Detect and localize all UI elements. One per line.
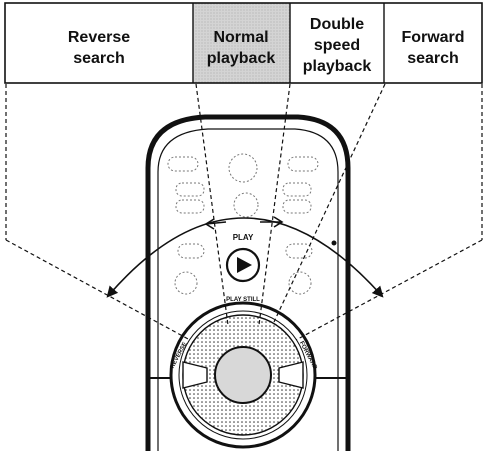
normal-playback-label-1: Normal (213, 29, 268, 46)
normal-playback-label-2: playback (207, 50, 276, 67)
remote-button[interactable] (175, 182, 205, 197)
remote-button[interactable] (287, 156, 319, 172)
rotation-arc (106, 216, 384, 298)
normal-playback-highlight (193, 3, 290, 83)
double-speed-label-3: playback (303, 58, 372, 75)
remote-button[interactable] (228, 153, 258, 183)
double-speed-label-1: Double (310, 16, 364, 33)
forward-search-label-2: search (407, 50, 459, 67)
reverse-search-label-2: search (73, 50, 125, 67)
double-speed-label-2: speed (314, 37, 360, 54)
play-still-label: PLAY STILL (226, 297, 260, 303)
play-icon (237, 257, 252, 273)
jog-dial[interactable] (214, 346, 272, 404)
forward-search-label-1: Forward (401, 29, 464, 46)
remote-button[interactable] (285, 243, 313, 259)
remote-control: PLAY PLAY STILL REVERSE FORWARD (145, 114, 351, 451)
remote-button[interactable] (177, 243, 205, 259)
projection-lines (5, 83, 483, 341)
remote-button[interactable] (167, 156, 199, 172)
remote-button[interactable] (282, 182, 312, 197)
play-label: PLAY (233, 233, 254, 242)
remote-button[interactable] (282, 199, 312, 214)
reverse-search-label-1: Reverse (68, 29, 130, 46)
forward-tab[interactable] (278, 361, 304, 389)
mode-header-table: Reverse search Normal playback Double sp… (4, 2, 483, 84)
reverse-tab[interactable] (182, 361, 208, 389)
remote-button[interactable] (175, 199, 205, 214)
remote-button[interactable] (233, 192, 259, 218)
